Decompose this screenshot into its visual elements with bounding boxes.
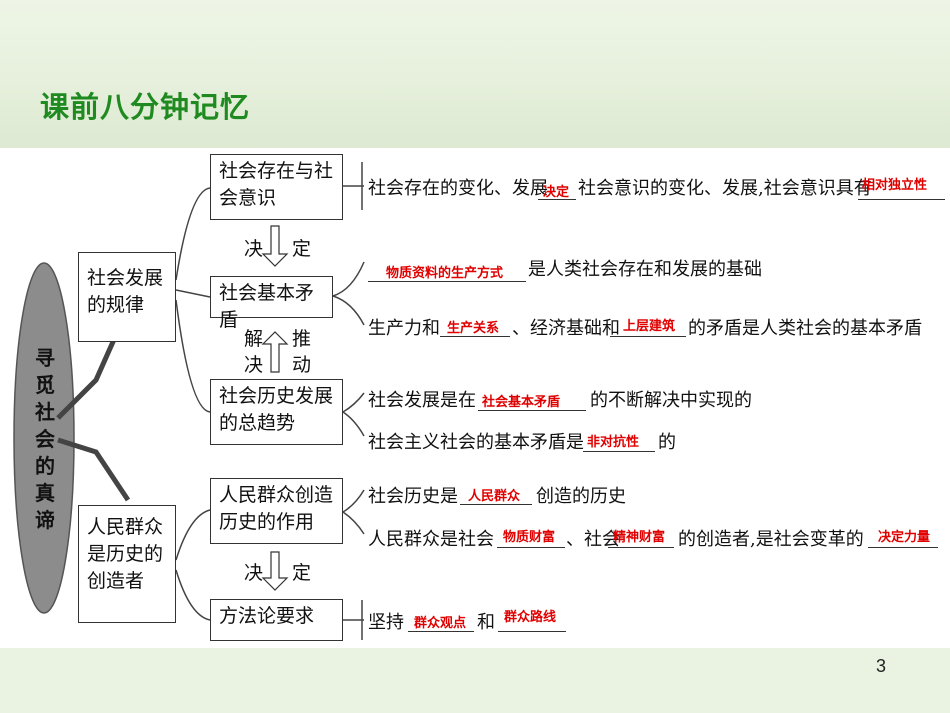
- s1-text1: 社会存在的变化、发展: [368, 178, 548, 199]
- s6-text1: 社会历史是: [368, 486, 458, 507]
- arrow-down-3: [261, 551, 289, 591]
- root-arm-bottom: [57, 437, 131, 502]
- arrow1-left-label: 决: [244, 238, 264, 260]
- arrow-up-2: [261, 331, 289, 373]
- node4-link-a: [342, 489, 365, 513]
- s3-text2: 、经济基础和: [512, 318, 620, 339]
- s7-answer3: 决定力量: [878, 530, 931, 545]
- s5-text2: 的: [658, 432, 676, 453]
- s1-blank2: [858, 199, 945, 200]
- arrow3-left-label: 决: [244, 562, 264, 584]
- s8-text1: 坚持: [368, 612, 404, 633]
- s3-blank2: [610, 336, 686, 337]
- s4-text2: 的不断解决中实现的: [590, 390, 752, 411]
- s5-answer1: 非对抗性: [587, 435, 640, 450]
- s5-blank1: [583, 451, 655, 452]
- node3-link-b: [342, 411, 365, 437]
- s8-answer2: 群众路线: [504, 610, 557, 625]
- arrow2-left-label-1: 解: [244, 328, 264, 350]
- root-oval: [13, 262, 75, 614]
- s5-text1: 社会主义社会的基本矛盾是: [368, 432, 584, 453]
- arrow2-left-label-2: 决: [244, 354, 264, 376]
- node-people-role: 人民群众创造 历史的作用: [210, 478, 343, 544]
- s1-answer2: 相对独立性: [862, 178, 928, 193]
- page-title: 课前八分钟记忆: [40, 90, 251, 124]
- node-basic-contradiction: 社会基本矛盾: [210, 276, 333, 331]
- node-historical-trend: 社会历史发展 的总趋势: [210, 379, 343, 445]
- node-method-requirement: 方法论要求: [210, 599, 343, 641]
- arrow3-right-label: 定: [292, 562, 312, 584]
- s4-blank1: [478, 410, 586, 411]
- s7-answer1: 物质财富: [503, 530, 556, 545]
- s1-blank1: [538, 199, 576, 200]
- s2-blank1: [368, 281, 526, 282]
- s1-answer1: 决定: [543, 185, 570, 200]
- node-social-being-consciousness: 社会存在与社 会意识: [210, 154, 343, 220]
- s8-answer1: 群众观点: [414, 616, 467, 631]
- arrow2-right-label-2: 动: [292, 354, 312, 376]
- s4-answer1: 社会基本矛盾: [482, 395, 561, 410]
- s7-blank2: [608, 547, 674, 548]
- s3-text1: 生产力和: [368, 318, 440, 339]
- page-number: 3: [876, 656, 887, 676]
- arrow1-right-label: 定: [292, 238, 312, 260]
- branch1-link-node3: [175, 299, 211, 413]
- s2-answer1: 物质资料的生产方式: [386, 266, 504, 281]
- node4-link-b: [342, 511, 365, 535]
- arrow2-right-label-1: 推: [292, 328, 312, 350]
- s3-answer1: 生产关系: [447, 321, 500, 336]
- s7-blank3: [868, 547, 938, 548]
- branch1-link-node1: [175, 187, 211, 281]
- arrow-down-1: [261, 225, 289, 267]
- branch2-link-node2: [175, 569, 211, 621]
- s8-blank1: [408, 631, 474, 632]
- node2-link-a: [332, 261, 365, 297]
- s2-text1: 是人类社会存在和发展的基础: [528, 259, 762, 280]
- s3-text3: 的矛盾是人类社会的基本矛盾: [688, 318, 922, 339]
- s7-blank1: [497, 547, 565, 548]
- branch1-link-node2: [175, 289, 211, 298]
- s6-text2: 创造的历史: [536, 486, 626, 507]
- branch2-link-node1: [175, 509, 211, 561]
- s6-blank1: [460, 504, 532, 505]
- s7-text1: 人民群众是社会: [368, 529, 494, 550]
- s8-blank2: [498, 631, 566, 632]
- header-banner: 课前八分钟记忆: [0, 0, 950, 148]
- s3-answer2: 上层建筑: [623, 319, 676, 334]
- s7-text3: 的创造者,是社会变革的: [678, 529, 864, 550]
- s1-text2: 社会意识的变化、发展,社会意识具有: [578, 178, 872, 199]
- s8-text2: 和: [477, 612, 495, 633]
- footer-band: [0, 648, 950, 713]
- s7-text2: 、社会: [566, 529, 620, 550]
- root-label: 寻 觅 社 会 的 真 谛: [35, 346, 55, 532]
- s4-text1: 社会发展是在: [368, 390, 476, 411]
- s7-answer2: 精神财富: [613, 530, 666, 545]
- s6-answer1: 人民群众: [468, 489, 521, 504]
- branch1-box: 社会发展 的规律: [78, 252, 176, 342]
- s3-blank1: [440, 336, 510, 337]
- node3-link-a: [342, 392, 365, 413]
- node2-link-b: [332, 295, 365, 326]
- branch2-box: 人民群众 是历史的 创造者: [78, 505, 176, 623]
